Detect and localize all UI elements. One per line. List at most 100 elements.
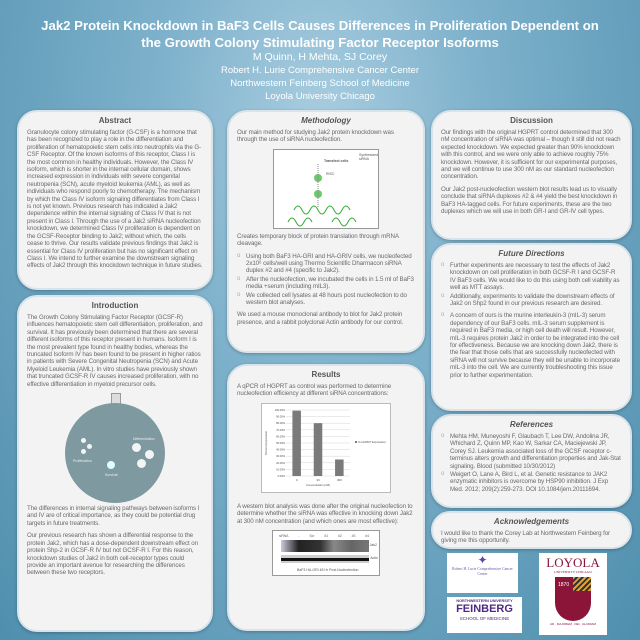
authors: M Quinn, H Mehta, SJ Corey [252, 51, 388, 63]
affiliation: Loyola University Chicago [265, 91, 375, 102]
lane-label: #4 [365, 534, 369, 539]
loyola-year: 1870 [558, 582, 570, 588]
list-item: We collected cell lysates at 48 hours po… [237, 292, 415, 307]
hgprt-bar-chart: 0.00%10.00%20.00%30.00%40.00%50.00%60.00… [261, 402, 391, 493]
introduction-heading: Introduction [91, 301, 139, 310]
y-tick-label: 80.00% [276, 421, 285, 425]
y-tick-label: 70.00% [276, 428, 285, 432]
y-tick-label: 50.00% [276, 441, 285, 445]
y-tick-label: 30.00% [276, 454, 285, 458]
survival-label: Survival [105, 473, 118, 478]
acknowledgements-heading: Acknowledgements [493, 517, 570, 526]
references-heading: References [509, 420, 554, 429]
mrna-wave-icon [287, 163, 357, 227]
future-directions-panel: Future Directions Further experiments ar… [431, 243, 632, 411]
loyola-sub-text: UNIVERSITY CHICAGO [554, 570, 592, 574]
y-tick-label: 20.00% [276, 461, 285, 465]
affiliation: Northwestern Feinberg School of Medicine [230, 78, 410, 89]
y-tick-label: 100.00% [275, 408, 286, 412]
acknowledgements-text: I would like to thank the Corey Lab at N… [441, 530, 611, 545]
loyola-logo: LOYOLA UNIVERSITY CHICAGO 1870 AD · MAJO… [539, 553, 607, 635]
list-item: Further experiments are necessary to tes… [441, 262, 622, 292]
references-list: Mehta HM, Muneyoshi F, Glaubach T, Lee D… [441, 433, 622, 493]
differentiation-label: Differentiation [133, 437, 155, 442]
loyola-motto: AD · MAJOREM · DEI · GLORIAM [549, 622, 596, 626]
proliferation-label: Proliferation [73, 459, 92, 464]
discussion-panel: Discussion Our findings with the origina… [431, 110, 632, 240]
reference-item: Mehta HM, Muneyoshi F, Glaubach T, Lee D… [441, 433, 622, 470]
discussion-heading: Discussion [510, 116, 553, 125]
lurie-logo-text: Robert H. Lurie Comprehensive Cancer Cen… [452, 567, 513, 576]
lane-label: Scr [309, 534, 315, 539]
methodology-intro: Our main method for studying Jak2 protei… [237, 129, 394, 144]
lane-labels: siRNA - Scr #1 #2 #3 #4 [279, 533, 369, 540]
lane-label: #1 [324, 534, 329, 539]
y-tick-label: 0.00% [278, 474, 286, 478]
future-heading: Future Directions [498, 249, 565, 258]
abstract-text: Granulocyte colony stimulating factor (G… [27, 129, 203, 270]
synth-label: Synthesized siRNA [359, 152, 379, 161]
discussion-paragraph: Our Jak2 post-nucleofection western blot… [441, 185, 618, 216]
results-panel: Results A qPCR of HGPRT as control was p… [227, 364, 425, 631]
lurie-logo: ✦ Robert H. Lurie Comprehensive Cancer C… [447, 553, 518, 593]
discussion-paragraph: Our findings with the original HGPRT con… [441, 129, 621, 181]
legend-swatch [355, 440, 357, 443]
list-item: Using both BaF3 HA-GRI and HA-GRIV cells… [237, 253, 415, 275]
y-axis-label: Percent Expression [264, 430, 268, 455]
list-item: A concern of ours is the murine interleu… [441, 312, 622, 379]
bar [335, 459, 344, 476]
x-tick-label: 0 [296, 478, 298, 482]
transfect-label: Transfect cells [324, 158, 349, 163]
methodology-heading: Methodology [301, 116, 351, 125]
jak2-label: Jak2 [369, 543, 377, 548]
results-heading: Results [311, 370, 341, 379]
lane-label: siRNA [279, 534, 289, 539]
receptor-diagram: Proliferation Survival Differentiation [27, 393, 203, 505]
legend-label: % HGPRT Expression [358, 440, 386, 444]
lane-label: #2 [337, 534, 342, 539]
methodology-panel: Methodology Our main method for studying… [227, 110, 425, 353]
acknowledgements-panel: Acknowledgements I would like to thank t… [431, 511, 632, 549]
western-blot-figure: siRNA - Scr #1 #2 #3 #4 Jak2 Actin BaF3 HA-GRI… [272, 530, 380, 577]
reference-item: Weigert O, Lane A, Bird L, et al. Geneti… [441, 471, 622, 493]
y-tick-label: 60.00% [276, 434, 285, 438]
y-tick-label: 90.00% [276, 414, 285, 418]
x-tick-label: 300 [337, 478, 342, 482]
feinberg-logo: NORTHWESTERN UNIVERSITY FEINBERG SCHOOL … [447, 597, 522, 633]
lurie-star-icon: ✦ [477, 553, 488, 567]
jak2-band [281, 540, 369, 553]
poster-header: Jak2 Protein Knockdown in BaF3 Cells Cau… [0, 0, 640, 103]
intro-paragraph: Our previous research has shown a differ… [27, 532, 198, 577]
list-item: Additionally, experiments to validate th… [441, 293, 622, 308]
cell-fate-circle: Proliferation Survival Differentiation [65, 403, 165, 504]
references-panel: References Mehta HM, Muneyoshi F, Glauba… [431, 414, 632, 508]
sirna-diagram: Transfect cells Synthesized siRNA RISC [273, 148, 379, 229]
methodology-bullets: Using both BaF3 HA-GRI and HA-GRIV cells… [237, 253, 415, 307]
abstract-panel: Abstract Granulocyte colony stimulating … [17, 110, 213, 290]
bar [313, 423, 323, 476]
feinberg-main-text: FEINBERG [456, 603, 513, 615]
lane-label: #3 [351, 534, 356, 539]
blot-caption: BaF3 HA-GRI 48 Hr Post-Nucleofection [297, 568, 359, 573]
intro-paragraph: The Growth Colony Stimulating Factor Rec… [27, 314, 203, 388]
lane-label: - [298, 534, 300, 539]
x-axis-label: Concentration (nM) [306, 483, 330, 487]
y-tick-label: 40.00% [276, 447, 285, 451]
actin-band [281, 555, 369, 564]
introduction-panel: Introduction The Growth Colony Stimulati… [17, 295, 213, 632]
x-tick-label: 30 [316, 478, 320, 482]
results-paragraph: A western blot analysis was done after t… [237, 502, 413, 525]
feinberg-sub-text: SCHOOL OF MEDICINE [459, 616, 510, 621]
abstract-heading: Abstract [98, 116, 132, 125]
intro-paragraph: The differences in internal signaling pa… [27, 505, 200, 527]
loyola-text: LOYOLA [546, 555, 600, 570]
results-paragraph: A qPCR of HGPRT as control was performed… [237, 383, 392, 398]
future-bullets: Further experiments are necessary to tes… [441, 262, 622, 379]
list-item: After the nucleofection, we incubated th… [237, 276, 415, 291]
poster-title: Jak2 Protein Knockdown in BaF3 Cells Cau… [41, 18, 599, 50]
risc-label: RISC [326, 171, 335, 176]
methodology-outro: We used a mouse monoclonal antibody to b… [237, 311, 404, 326]
feinberg-top-text: NORTHWESTERN UNIVERSITY [456, 599, 513, 603]
affiliation: Robert H. Lurie Comprehensive Cancer Cen… [220, 65, 419, 76]
actin-label: Actin [370, 556, 378, 561]
